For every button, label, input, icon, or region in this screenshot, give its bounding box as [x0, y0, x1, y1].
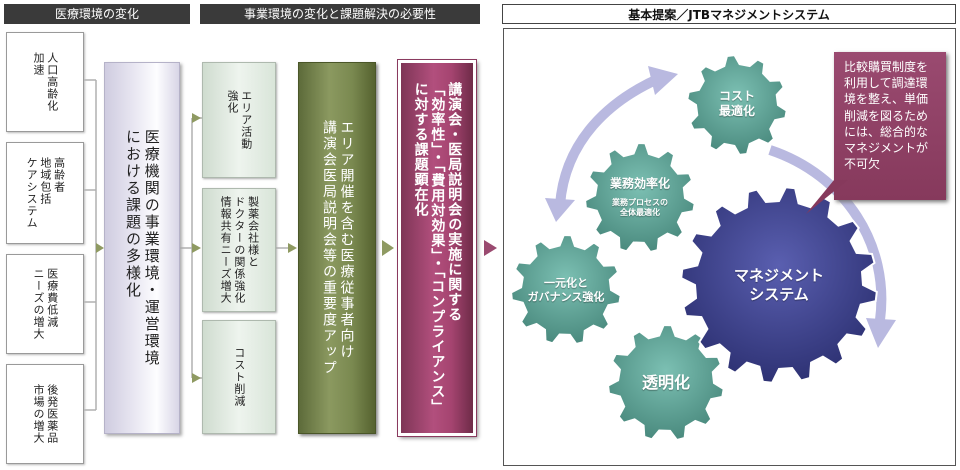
- change-box-community-care: 高齢者 地域包括 ケアシステム: [6, 142, 84, 244]
- arrow-to-issues: [382, 240, 394, 256]
- challenge-label: 製薬会社様と ドクターの関係強化 情報共有ニーズ増大: [219, 196, 260, 304]
- gear-efficiency: [584, 141, 696, 254]
- cycle-arrows: [555, 73, 887, 321]
- change-label: 人口高齢化 加速: [32, 52, 59, 112]
- challenge-box-area-activity: エリア活動 強化: [202, 62, 276, 178]
- summary-box: 医療機関の事業環境・運営環境 における課題の多様化: [104, 62, 180, 434]
- gear-label-efficiency: 業務効率化: [609, 176, 671, 191]
- callout-text: 比較購買制度を 利用して調達環 境を整え、単価 削減を図るため には、総合的な …: [844, 60, 929, 172]
- summary-text: 医療機関の事業環境・運営環境 における課題の多様化: [124, 129, 161, 367]
- challenge-box-cost-cut: コスト削減: [202, 320, 276, 434]
- gear-label-management: マネジメント システム: [733, 266, 825, 303]
- change-box-aging: 人口高齢化 加速: [6, 32, 84, 132]
- header-business-changes: 事業環境の変化と課題解決の必要性: [200, 4, 480, 24]
- importance-box: エリア開催を含む医療従事者向け 講演会医局説明会等の重要度アップ: [298, 62, 376, 434]
- connector-lines: [84, 79, 497, 411]
- change-box-cost-reduction: 医療費低減 ニーズの増大: [6, 254, 84, 354]
- gear-cost: [686, 54, 788, 156]
- cycle-arrowhead-left: [545, 198, 575, 222]
- challenge-label: コスト削減: [232, 347, 246, 407]
- change-label: 高齢者 地域包括 ケアシステム: [25, 157, 66, 229]
- callout-box: 比較購買制度を 利用して調達環 境を整え、単価 削減を図るため には、総合的な …: [834, 52, 946, 200]
- cycle-arrowhead-right: [866, 318, 896, 348]
- issues-text: 講演会・医局説明会の実施に関する 「効率性」・「費用対効果」・「コンプライアンス…: [412, 82, 463, 414]
- gear-governance: [510, 233, 622, 346]
- gear-label-governance: 一元化と ガバナンス強化: [527, 276, 605, 303]
- challenge-box-relationship: 製薬会社様と ドクターの関係強化 情報共有ニーズ増大: [202, 188, 276, 312]
- gear-label-efficiency-sub: 業務プロセスの 全体最適化: [612, 198, 668, 217]
- challenge-label: エリア活動 強化: [226, 90, 253, 150]
- header-medical-changes: 医療環境の変化: [4, 4, 190, 24]
- gear-label-transparency: 透明化: [641, 373, 691, 392]
- issues-box: 講演会・医局説明会の実施に関する 「効率性」・「費用対効果」・「コンプライアンス…: [397, 59, 477, 437]
- change-label: 後発医薬品 市場の増大: [32, 384, 59, 444]
- gear-management: [680, 186, 878, 384]
- header-basic-proposal: 基本提案／JTBマネジメントシステム: [502, 4, 956, 24]
- gear-label-cost: コスト 最適化: [718, 89, 756, 118]
- gear-transparency: [607, 323, 725, 442]
- arrow-to-summary: [96, 243, 104, 253]
- arrow-to-challenges: [192, 243, 201, 253]
- change-box-generics: 後発医薬品 市場の増大: [6, 364, 84, 464]
- change-label: 医療費低減 ニーズの増大: [32, 268, 59, 340]
- gear-diagram: [510, 54, 896, 442]
- callout-pointer: [806, 180, 848, 214]
- cycle-arrowhead-top: [648, 66, 678, 95]
- importance-text: エリア開催を含む医療従事者向け 講演会医局説明会等の重要度アップ: [321, 120, 355, 376]
- arrow-to-importance: [288, 243, 297, 253]
- arrow-to-proposal: [484, 240, 497, 256]
